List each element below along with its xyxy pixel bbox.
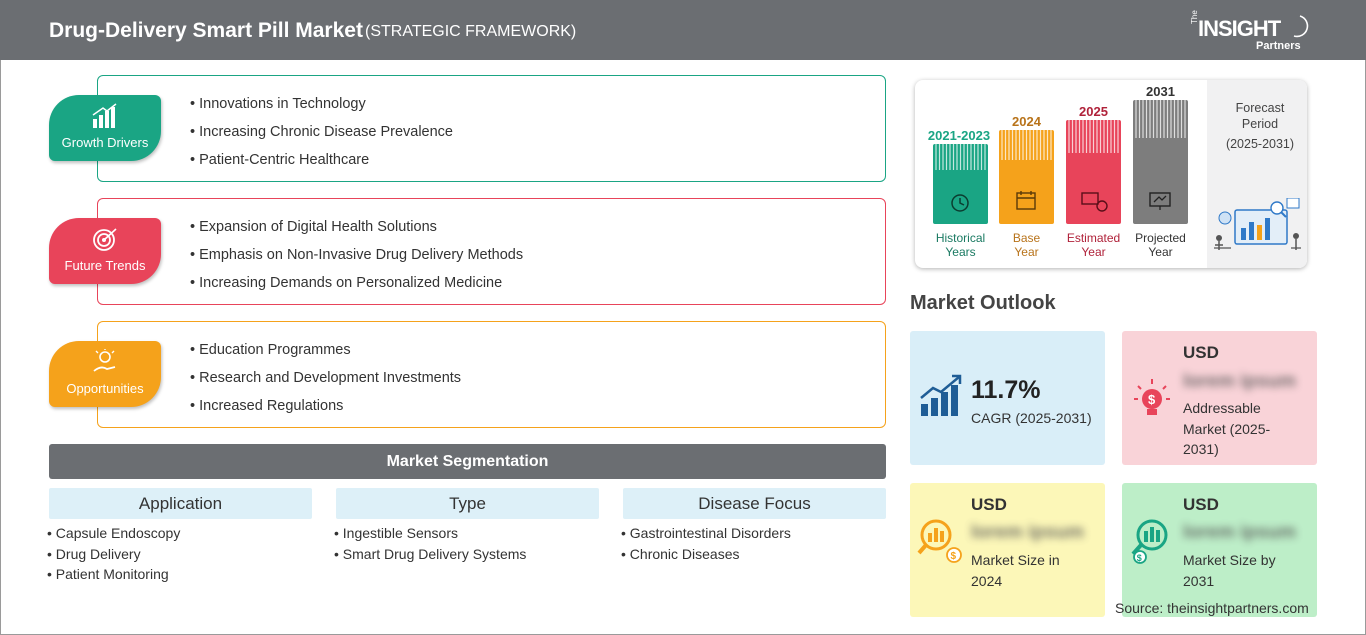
list-item: Research and Development Investments [190,366,461,394]
size2024-usd: USD [971,495,1007,514]
page-subtitle: (STRATEGIC FRAMEWORK) [365,23,577,40]
magnifier-chart-icon: $ [917,519,962,563]
timeline-year-base: 2024 [1012,114,1041,129]
bar-growth-icon [92,103,117,128]
svg-text:$: $ [1137,553,1142,563]
list-item: Innovations in Technology [190,92,453,120]
header-bar: Drug-Delivery Smart Pill Market (STRATEG… [0,0,1366,60]
list-item: Increasing Chronic Disease Prevalence [190,120,453,148]
forecast-line3: (2025-2031) [1225,137,1295,151]
list-item: Emphasis on Non-Invasive Drug Delivery M… [190,243,523,271]
timeline-label-line2: Year [1081,245,1106,259]
size2031-usd: USD [1183,495,1219,514]
future-trends-list: Expansion of Digital Health Solutions Em… [190,215,523,299]
opportunities-box: Education Programmes Research and Develo… [97,321,886,428]
presentation-board-icon [1149,192,1171,210]
timeline-label-historical: Historical Years [923,231,998,259]
timeline-label-estimated: Estimated Year [1061,231,1126,259]
analytics-dashboard-illustration-icon [1214,198,1301,250]
segment-heading-application: Application [49,488,312,519]
list-item: Patient-Centric Healthcare [190,148,453,176]
timeline-label-line2: Years [945,245,976,259]
timeline-label-projected: Projected Year [1128,231,1193,259]
timeline-year-estimated: 2025 [1079,104,1108,119]
size2031-label: Market Size by 2031 [1183,552,1276,589]
segment-heading-type: Type [336,488,599,519]
forecast-line1: Forecast [1235,101,1285,115]
size2024-value: lorem ipsum [971,522,1084,543]
future-trends-label: Future Trends [64,258,146,273]
logo-sub: Partners [1256,40,1301,52]
market-segmentation-bar: Market Segmentation [49,444,886,479]
addressable-label: Addressable Market (2025-2031) [1183,400,1271,457]
market-size-2031-card: $ USD lorem ipsum Market Size by 2031 [1122,483,1317,617]
opportunities-label: Opportunities [66,381,144,396]
future-trends-badge: Future Trends [49,218,161,284]
market-outlook-title: Market Outlook [910,292,1056,314]
growth-drivers-list: Innovations in Technology Increasing Chr… [190,92,453,176]
timeline-label-line1: Projected [1135,231,1186,245]
segment-list-disease-focus: Gastrointestinal Disorders Chronic Disea… [621,523,791,564]
list-item: Capsule Endoscopy [47,523,181,544]
logo-main: INSIGHT [1198,16,1281,41]
target-icon [93,228,117,251]
list-item: Increased Regulations [190,394,461,422]
lightbulb-dollar-icon: $ [1134,379,1170,415]
timeline-label-line2: Year [1148,245,1173,259]
opportunities-badge: Opportunities [49,341,161,407]
source-text: Source: theinsightpartners.com [1115,600,1309,616]
timeline-bar-base [999,130,1054,224]
growth-drivers-label: Growth Drivers [61,135,149,150]
history-clock-icon [951,194,969,212]
list-item: Education Programmes [190,338,461,366]
addressable-market-card: $ USD lorem ipsum Addressable Market (20… [1122,331,1317,465]
list-item: Drug Delivery [47,544,180,565]
timeline-label-line1: Estimated [1066,231,1121,245]
list-item: Chronic Diseases [621,544,791,565]
market-size-2024-card: $ USD lorem ipsum Market Size in 2024 [910,483,1105,617]
hand-lightbulb-icon [93,349,116,372]
list-item: Smart Drug Delivery Systems [334,544,527,565]
timeline-bar-historical [933,144,988,224]
addressable-usd: USD [1183,343,1219,362]
list-item: Increasing Demands on Personalized Medic… [190,271,523,299]
list-item: Ingestible Sensors [334,523,526,544]
forecast-line2: Period [1241,117,1279,131]
addressable-value: lorem ipsum [1183,371,1296,392]
timeline-bar-projected [1133,100,1188,224]
insight-partners-logo[interactable]: The INSIGHT Partners [1190,10,1315,52]
size2031-value: lorem ipsum [1183,522,1296,543]
growth-drivers-box: Innovations in Technology Increasing Chr… [97,75,886,182]
list-item: Expansion of Digital Health Solutions [190,215,523,243]
svg-text:$: $ [951,551,957,562]
forecast-period-text: Forecast Period (2025-2031) [1220,100,1300,156]
page-title: Drug-Delivery Smart Pill Market [49,19,363,42]
segment-heading-disease-focus: Disease Focus [623,488,886,519]
svg-text:$: $ [1148,392,1156,407]
cagr-label: CAGR (2025-2031) [971,410,1092,426]
analytics-gear-icon [1081,192,1108,212]
timeline-year-projected: 2031 [1146,84,1175,99]
list-item: Patient Monitoring [47,564,180,585]
cagr-card: 11.7% CAGR (2025-2031) [910,331,1105,465]
magnifier-chart-icon: $ [1131,519,1168,564]
timeline-year-historical: 2021-2023 [927,128,991,143]
cagr-value: 11.7% [971,376,1041,404]
segment-list-type: Ingestible Sensors Smart Drug Delivery S… [334,523,527,565]
segment-list-application: Capsule Endoscopy Drug Delivery Patient … [47,523,181,585]
timeline-panel: 2021-2023 Historical Years 2024 Base Yea… [915,80,1307,268]
timeline-label-base: Base Year [999,231,1054,259]
growth-chart-icon [920,374,962,416]
timeline-bar-estimated [1066,120,1121,224]
growth-drivers-badge: Growth Drivers [49,95,161,161]
future-trends-box: Expansion of Digital Health Solutions Em… [97,198,886,305]
timeline-label-line1: Historical [935,231,986,245]
timeline-label-line1: Base [1012,231,1041,245]
list-item: Gastrointestinal Disorders [621,523,791,544]
opportunities-list: Education Programmes Research and Develo… [190,338,461,422]
size2024-label: Market Size in 2024 [971,552,1060,589]
timeline-label-line2: Year [1014,245,1039,259]
logo-arc-icon [1293,15,1309,38]
calendar-icon [1016,191,1036,210]
